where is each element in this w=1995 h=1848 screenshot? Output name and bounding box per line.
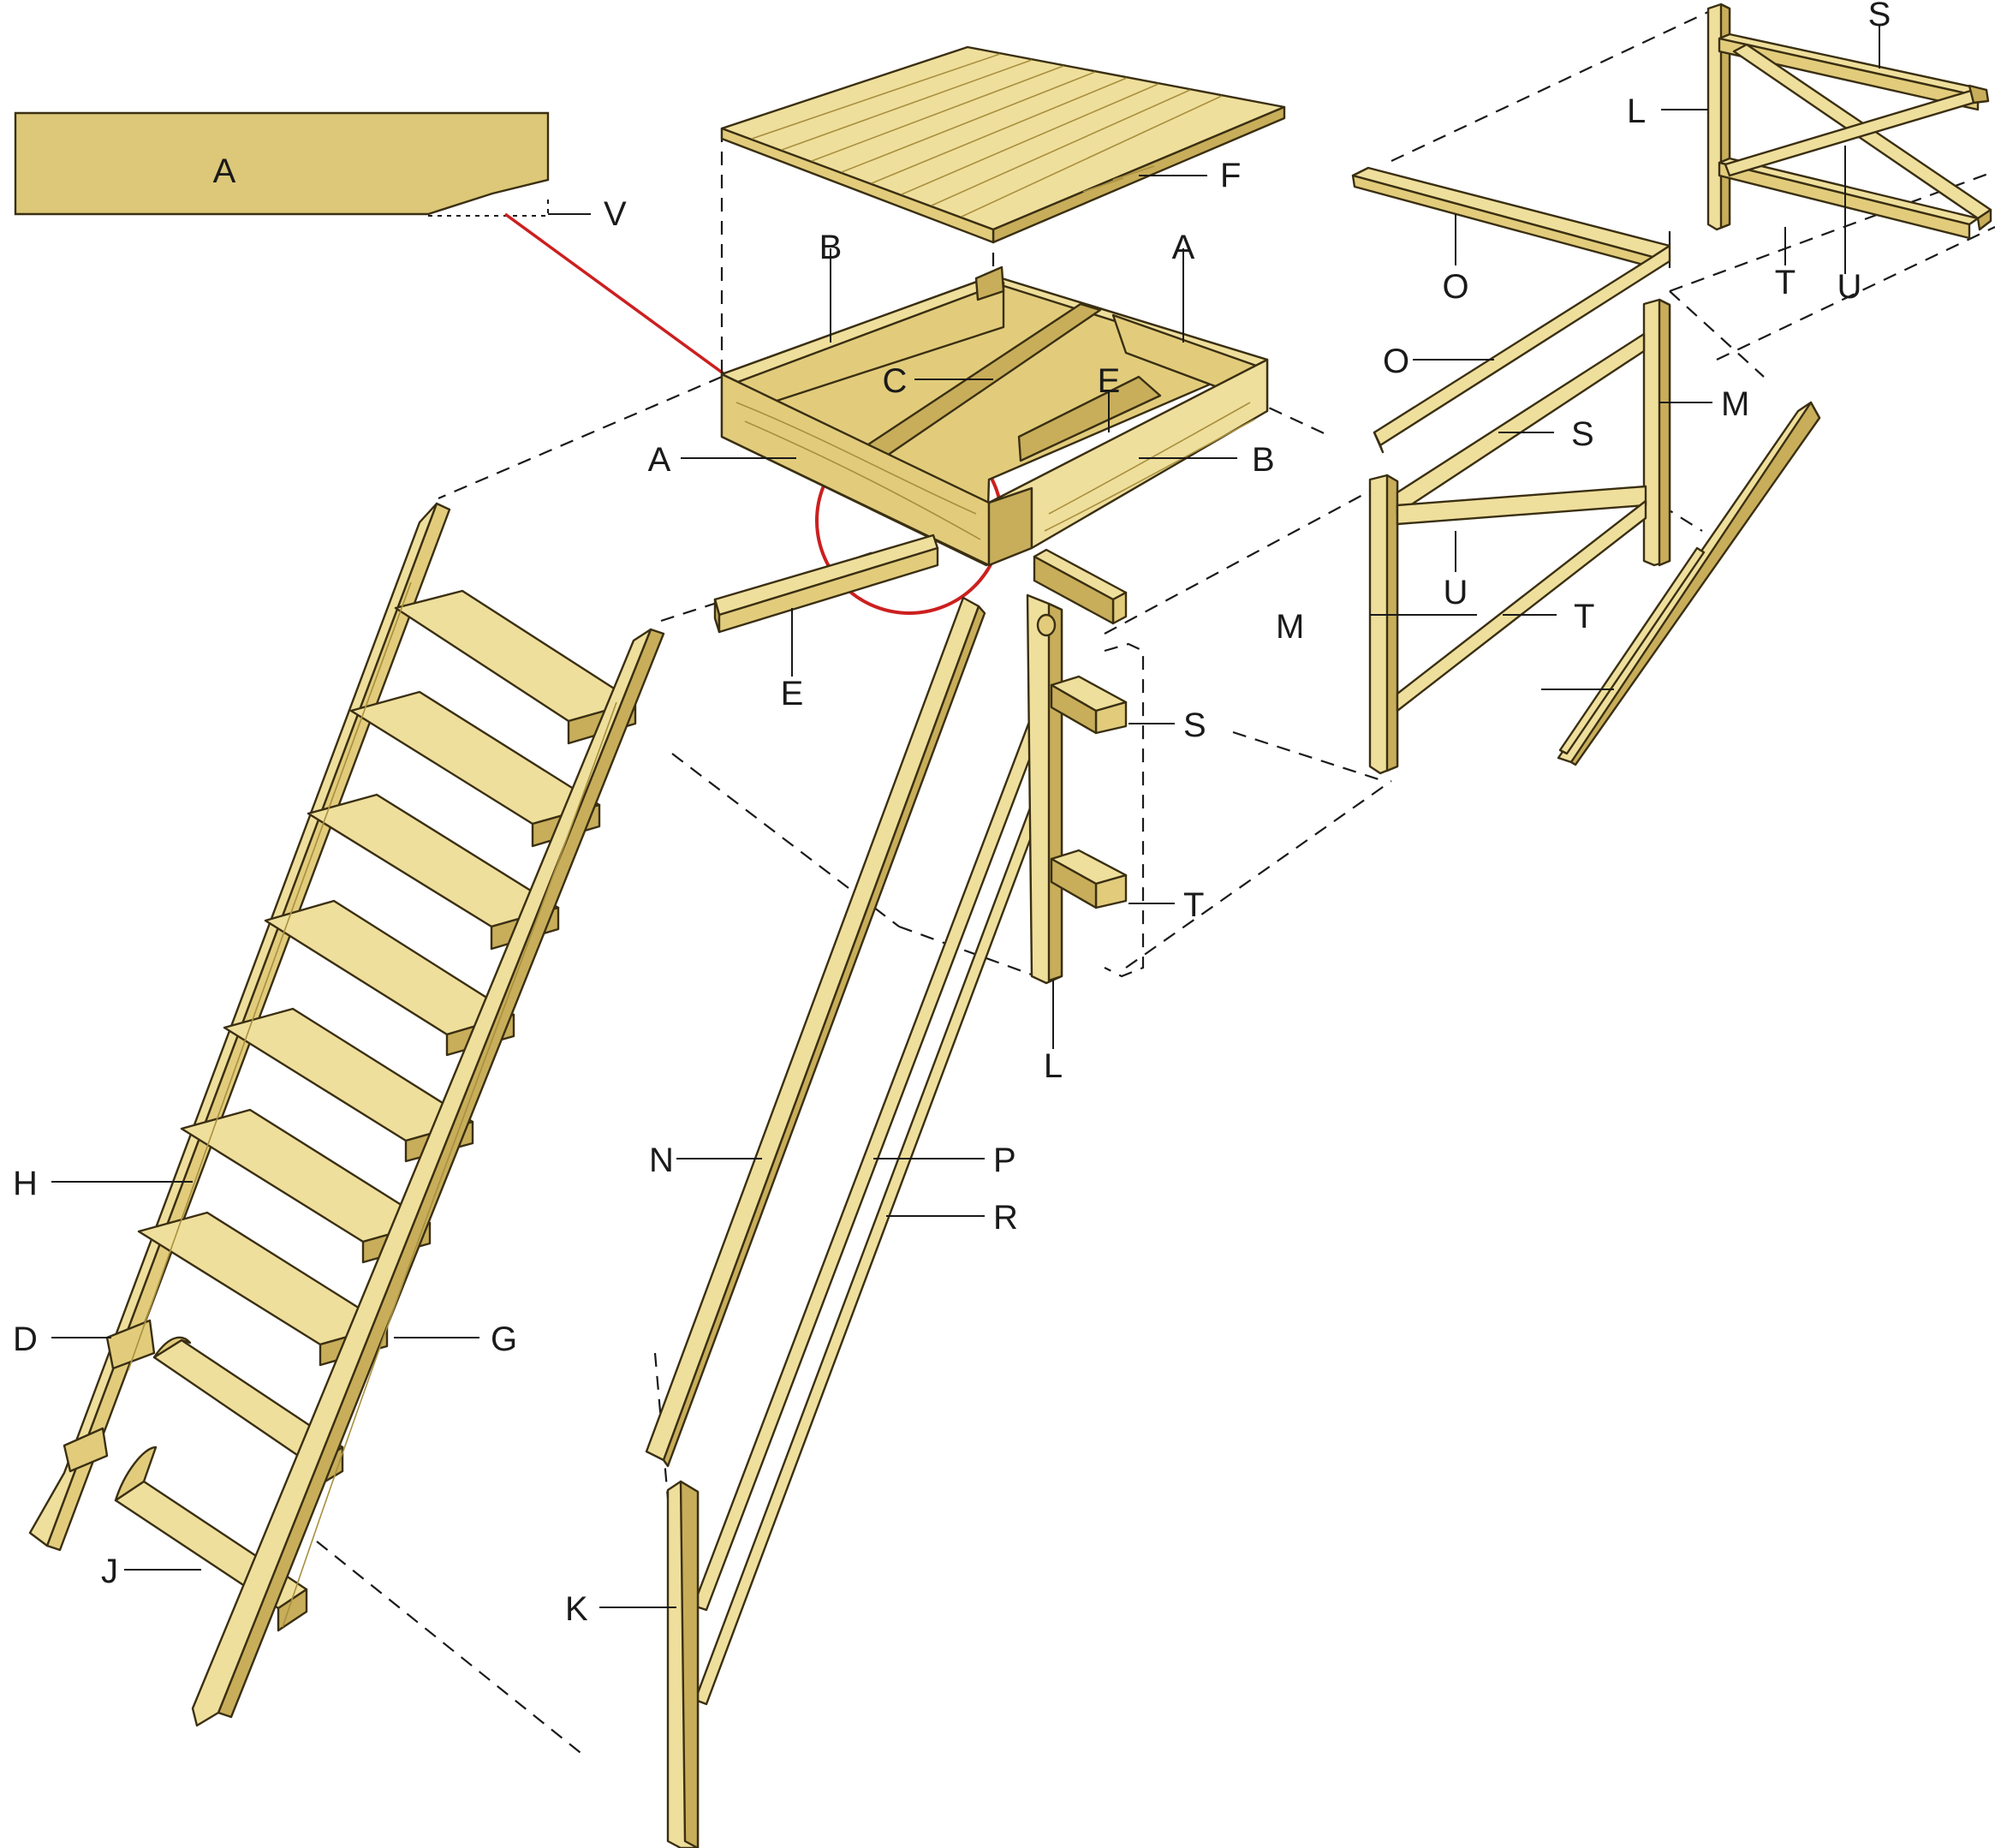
label-a-left: A [648,441,671,479]
label-s-right: S [1571,415,1594,453]
label-b-top: B [819,229,843,266]
label-p: P [993,1142,1016,1179]
label-d: D [13,1320,38,1358]
label-k: K [565,1590,588,1628]
label-s-mid: S [1183,706,1206,744]
label-o-mid: O [1383,343,1409,380]
label-e-top: E [1098,362,1121,400]
label-b-right: B [1252,441,1275,479]
label-m-right: M [1721,385,1749,423]
detail-board-a [14,111,591,217]
label-c: C [883,362,908,400]
stair-assembly [28,502,665,1727]
label-f: F [1220,157,1241,194]
leader-lines [51,26,1880,1608]
construction-dashed-lines [316,11,1995,1756]
detail-board-label: A [213,152,236,190]
label-u-right: U [1444,574,1468,611]
side-rail-frame [1351,166,1821,775]
label-t-mid: T [1183,886,1204,924]
label-h: H [13,1165,38,1202]
label-j: J [101,1553,118,1590]
post-k-and-rails [666,593,1128,1848]
brace-e-bottom [713,534,939,634]
handrail-n [645,596,986,1468]
label-l-mid: L [1044,1047,1063,1085]
label-n: N [649,1142,674,1179]
brace-e-right-end [1033,548,1128,625]
gate-frame [1706,3,1992,240]
label-g: G [491,1320,517,1358]
deck-boards [720,45,1286,244]
label-u-top: U [1837,268,1862,306]
label-a-top: A [1172,229,1195,266]
platform-frame [720,265,1269,567]
label-v: V [604,195,627,233]
label-m-left: M [1276,608,1304,646]
label-r: R [993,1199,1018,1237]
label-e-bottom: E [781,675,804,712]
label-s-top: S [1868,0,1891,33]
label-t-top: T [1775,264,1796,301]
label-l-top: L [1627,92,1646,130]
label-o-top: O [1442,268,1468,306]
label-t-right: T [1574,598,1594,635]
